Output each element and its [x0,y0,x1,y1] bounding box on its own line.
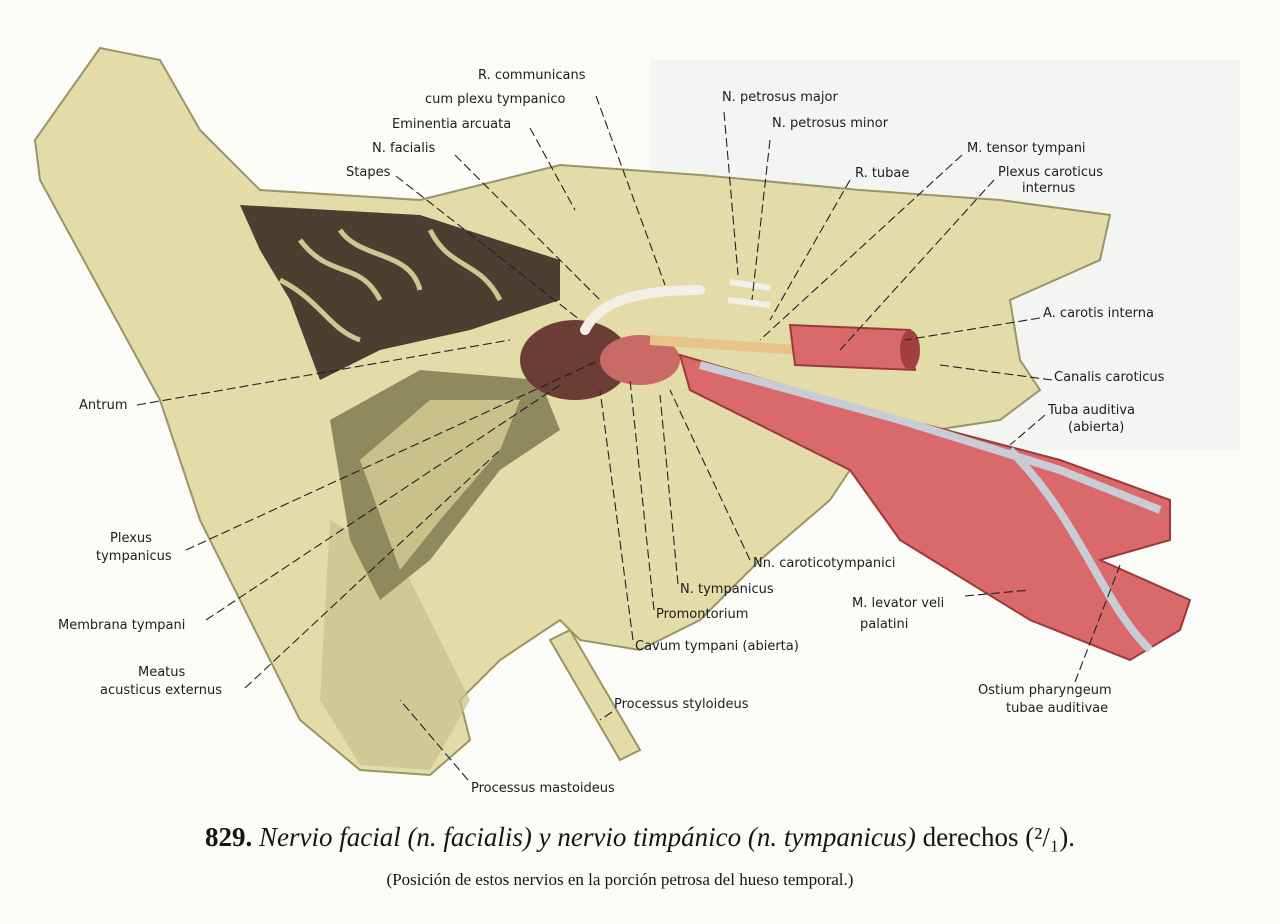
label-canalis-caroticus: Canalis caroticus [1054,370,1165,385]
label-r-tubae: R. tubae [855,166,909,181]
label-n-petrosus-major: N. petrosus major [722,90,838,105]
leader-lines [136,95,1121,781]
label-processus-styloideus: Processus styloideus [614,697,749,712]
auditory-tube-muscle [678,353,1192,662]
label-cavum-tympani: Cavum tympani (abierta) [635,639,799,654]
label-m-levator: M. levator veli [852,596,944,611]
label-r-communicans-2: cum plexu tympanico [425,92,566,107]
tensor-tympani [649,335,801,355]
labels: R. communicans cum plexu tympanico Emine… [58,68,1165,796]
label-promontorium: Promontorium [656,607,748,622]
figure-number: 829. [204,822,253,852]
label-m-tensor-tympani: M. tensor tympani [967,141,1086,156]
label-plexus-caroticus: Plexus caroticus [998,165,1103,180]
label-nn-caroticotympanici: Nn. caroticotympanici [753,556,895,571]
label-processus-mastoideus: Processus mastoideus [471,781,615,796]
tympanic-cavity [520,320,630,400]
label-meatus-2: acusticus externus [100,683,222,698]
label-plexus-tympanicus-2: tympanicus [96,549,172,564]
label-stapes: Stapes [346,165,391,180]
label-eminentia-arcuata: Eminentia arcuata [392,117,511,132]
internal-carotid-artery [788,323,917,372]
carotid-lumen [900,330,920,370]
promontory [600,335,680,385]
label-ostium: Ostium pharyngeum [978,683,1112,698]
meatus-inner [360,400,520,570]
label-antrum: Antrum [79,398,127,413]
petrosal-nerves [727,279,771,308]
label-n-tympanicus: N. tympanicus [680,582,774,597]
label-membrana-tympani: Membrana tympani [58,618,185,633]
figure-caption: 829. Nervio facial (n. facialis) y nervi… [0,822,1280,853]
label-n-petrosus-minor: N. petrosus minor [772,116,889,131]
label-meatus: Meatus [138,665,186,680]
label-tuba-auditiva-2: (abierta) [1068,420,1124,435]
facial-nerve [580,285,705,335]
label-n-facialis: N. facialis [372,141,435,156]
figure-subtitle: (Posición de estos nervios en la porción… [386,870,854,889]
label-plexus-caroticus-2: internus [1022,181,1076,196]
mastoid-shading [320,520,470,770]
label-m-levator-2: palatini [860,617,908,632]
mastoid-cell-septa [278,228,503,343]
label-a-carotis-interna: A. carotis interna [1043,306,1154,321]
label-tuba-auditiva: Tuba auditiva [1047,403,1135,418]
styloid-process [548,628,642,762]
label-ostium-2: tubae auditivae [1006,701,1108,716]
figure-title: Nervio facial (n. facialis) y nervio tim… [258,822,916,852]
label-r-communicans: R. communicans [478,68,586,83]
mastoid-air-cells [240,205,560,380]
auditory-tube-cartilage [698,361,1162,653]
figure-title-rest: derechos (²/₁). [915,822,1076,852]
label-plexus-tympanicus: Plexus [110,531,152,546]
